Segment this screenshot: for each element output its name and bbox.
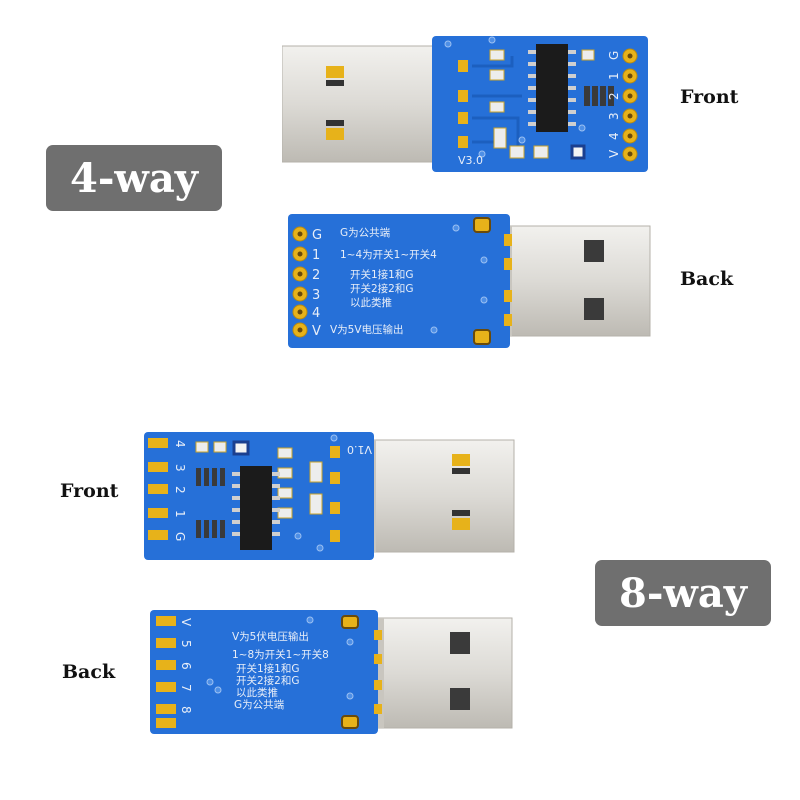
note-text: 1~8为开关1~开关8 [232, 648, 329, 661]
version-label: V1.0 [347, 443, 372, 456]
pin-label: 7 [179, 684, 193, 692]
pin-label: G [173, 532, 187, 541]
pin-label: 1 [173, 510, 187, 518]
four-way-front-label: Front [680, 86, 739, 108]
eight-way-back-board: V 5 6 7 8 V为5伏电压输出 1~8为开关1~开关8 开关1接1和G 开… [150, 610, 513, 734]
pin-label: V [312, 324, 321, 339]
four-way-back-label: Back [680, 268, 734, 290]
eight-way-front-board: 4 3 2 1 G V1.0 [144, 432, 515, 560]
note-text: 开关1接1和G [236, 662, 300, 675]
note-text: 1~4为开关1~开关4 [340, 248, 437, 261]
eight-way-front-label: Front [60, 480, 119, 502]
pin-label: 3 [312, 288, 320, 303]
pin-label: 2 [607, 92, 621, 100]
note-text: 开关1接1和G [350, 268, 414, 281]
pin-label: 5 [179, 640, 193, 648]
pin-label: 2 [312, 268, 320, 283]
version-label: V3.0 [458, 154, 483, 167]
eight-way-back-label: Back [62, 661, 116, 683]
usb-plug-icon [499, 225, 651, 337]
usb-plug-icon [282, 45, 446, 163]
four-way-back-board: G 1 2 3 4 V G为公共端 1~4为开关1~开关4 开关1接1和G 开关… [288, 214, 651, 348]
pin-label: 2 [173, 486, 187, 494]
pin-label: G [607, 51, 621, 60]
pin-label: 8 [179, 706, 193, 714]
pin-label: 6 [179, 662, 193, 670]
pin-label: 4 [173, 440, 187, 448]
note-text: V为5V电压输出 [330, 323, 404, 336]
pin-label: 1 [607, 72, 621, 80]
note-text: 开关2接2和G [350, 282, 414, 295]
pin-label: G [312, 228, 322, 243]
usb-plug-icon [363, 439, 515, 553]
note-text: 以此类推 [350, 296, 392, 309]
pin-label: 4 [607, 132, 621, 140]
note-text: V为5伏电压输出 [232, 630, 309, 643]
note-text: G为公共端 [340, 226, 391, 239]
pin-label: V [179, 618, 193, 627]
four-way-front-board: G 1 2 3 4 V V3.0 [282, 36, 648, 172]
pin-label: 3 [173, 464, 187, 472]
usb-plug-icon [371, 617, 513, 729]
eight-way-badge: 8-way [595, 560, 771, 626]
ic-chip-icon [528, 44, 576, 132]
four-way-badge: 4-way [46, 145, 222, 211]
ic-chip-icon [232, 466, 280, 550]
pin-label: 1 [312, 248, 320, 263]
pin-label: 4 [312, 306, 320, 321]
pin-label: 3 [607, 112, 621, 120]
pin-label: V [607, 149, 621, 158]
note-text: 以此类推 [236, 686, 278, 699]
note-text: G为公共端 [234, 698, 285, 711]
note-text: 开关2接2和G [236, 674, 300, 687]
